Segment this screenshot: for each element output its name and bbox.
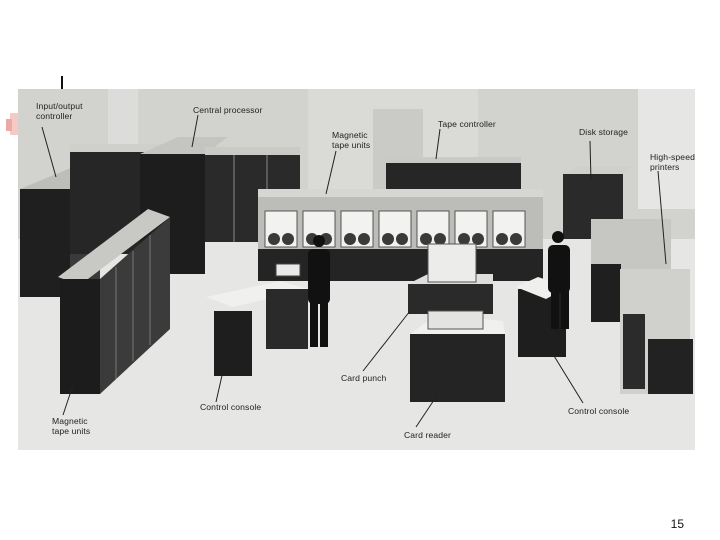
operator-figure-left [308,235,330,347]
computer-room-illustration [18,89,695,450]
callout-disk-storage: Disk storage [579,127,628,137]
callout-io-controller: Input/output controller [36,101,83,121]
high-speed-printers [591,219,693,394]
callout-tape-controller: Tape controller [438,119,496,129]
callout-magnetic-tape-units-top: Magnetic tape units [332,130,371,150]
computer-room-photo: Input/output controller Central processo… [18,89,695,450]
card-punch-unit [408,243,493,314]
callout-card-reader: Card reader [404,430,451,440]
slide-tick-mark [61,76,63,90]
callout-card-punch: Card punch [341,373,387,383]
magnetic-tape-row-front [58,209,170,394]
callout-magnetic-tape-units-bottom: Magnetic tape units [52,416,91,436]
operator-figure-right [548,231,570,329]
control-console-left-furniture [206,263,308,376]
callout-leader-lines [41,114,667,428]
callout-control-console-right: Control console [568,406,630,416]
slide-number: 15 [670,517,684,531]
magnetic-tape-row-back [258,189,543,281]
card-reader-unit [410,310,505,402]
callout-central-processor: Central processor [193,105,263,115]
callout-control-console-left: Control console [200,402,262,412]
callout-high-speed-printers: High-speed printers [650,152,695,172]
